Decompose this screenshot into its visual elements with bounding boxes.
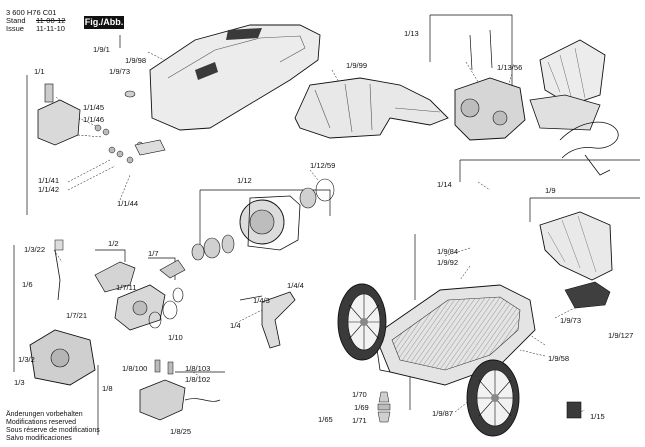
label-1-12-59: 1/12/59: [310, 161, 335, 170]
issue-date: 11-11-10: [36, 24, 65, 33]
figure-label: Fig./Abb. 1: [84, 16, 124, 40]
stand-label: Stand: [6, 16, 26, 25]
label-1-1-42: 1/1/42: [38, 185, 59, 194]
wheel-left-part: [337, 283, 387, 361]
label-1-9-98: 1/9/98: [125, 56, 146, 65]
wheel-right-part: [466, 359, 520, 437]
label-1-13: 1/13: [404, 29, 419, 38]
label-1-70: 1/70: [352, 390, 367, 399]
rear-cover-part: [539, 211, 613, 309]
label-1-9-58: 1/9/58: [548, 354, 569, 363]
label-1-4-4: 1/4/4: [287, 281, 304, 290]
pump-housing-part: [191, 178, 335, 261]
label-1-1-46: 1/1/46: [83, 115, 104, 124]
label-1-7: 1/7: [148, 249, 159, 258]
issue-label: Issue: [6, 24, 24, 33]
label-1-1: 1/1: [34, 67, 45, 76]
frame-top-part: [294, 77, 449, 139]
label-1-13-56: 1/13/56: [497, 63, 522, 72]
motor-cover-part: [124, 24, 321, 131]
label-1-4-3: 1/4/3: [253, 296, 270, 305]
stand-date: 11-08-12: [36, 16, 66, 25]
label-1-2: 1/2: [108, 239, 119, 248]
label-1-9-127: 1/9/127: [608, 331, 633, 340]
doc-number: 3 600 H76 C01: [6, 8, 57, 17]
footer-line-en: Modifications reserved: [6, 419, 77, 426]
switch-part: [139, 359, 221, 421]
part-labels: 1/1 1/1/45 1/1/46 1/1/41 1/1/42 1/1/44 1…: [14, 29, 633, 436]
nozzle-part: [239, 291, 296, 349]
label-1-9-73-top: 1/9/73: [109, 67, 130, 76]
valve-group-part: [94, 259, 186, 331]
pump-head-part: [37, 83, 166, 164]
label-1-6: 1/6: [22, 280, 33, 289]
label-1-8-102: 1/8/102: [185, 375, 210, 384]
label-1-9-92: 1/9/92: [437, 258, 458, 267]
label-1-15: 1/15: [590, 412, 605, 421]
label-1-1-45: 1/1/45: [83, 103, 104, 112]
label-1-3-22: 1/3/22: [24, 245, 45, 254]
label-1-65: 1/65: [318, 415, 333, 424]
label-1-8-100: 1/8/100: [122, 364, 147, 373]
label-1-1-44: 1/1/44: [117, 199, 138, 208]
pump-body-part: [29, 239, 96, 386]
label-1-3: 1/3: [14, 378, 25, 387]
footer-line-de: Änderungen vorbehalten: [6, 411, 83, 418]
footer-line-fr: Sous réserve de modifications: [6, 427, 100, 434]
label-1-9-1: 1/9/1: [93, 45, 110, 54]
adapter-part: [566, 401, 582, 419]
label-1-8: 1/8: [102, 384, 113, 393]
label-1-9-84: 1/9/84: [437, 247, 458, 256]
label-1-9: 1/9: [545, 186, 556, 195]
label-1-14: 1/14: [437, 180, 452, 189]
label-1-9-73: 1/9/73: [560, 316, 581, 325]
label-1-8-25: 1/8/25: [170, 427, 191, 436]
label-1-7-21: 1/7/21: [66, 311, 87, 320]
label-1-71: 1/71: [352, 416, 367, 425]
label-1-3-2: 1/3/2: [18, 355, 35, 364]
label-1-9-87: 1/9/87: [432, 409, 453, 418]
label-1-8-103: 1/8/103: [185, 364, 210, 373]
label-1-9-99: 1/9/99: [346, 61, 367, 70]
label-1-1-41: 1/1/41: [38, 176, 59, 185]
footer-line-es: Salvo modificaciones: [6, 435, 72, 442]
label-1-7-11: 1/7/11: [116, 283, 137, 292]
hose-connector-part: [377, 391, 391, 423]
label-1-10: 1/10: [168, 333, 183, 342]
callout-frames: [13, 14, 640, 435]
label-1-12: 1/12: [237, 176, 252, 185]
motor-part: [454, 29, 619, 176]
label-1-69: 1/69: [354, 403, 369, 412]
label-1-4: 1/4: [230, 321, 241, 330]
